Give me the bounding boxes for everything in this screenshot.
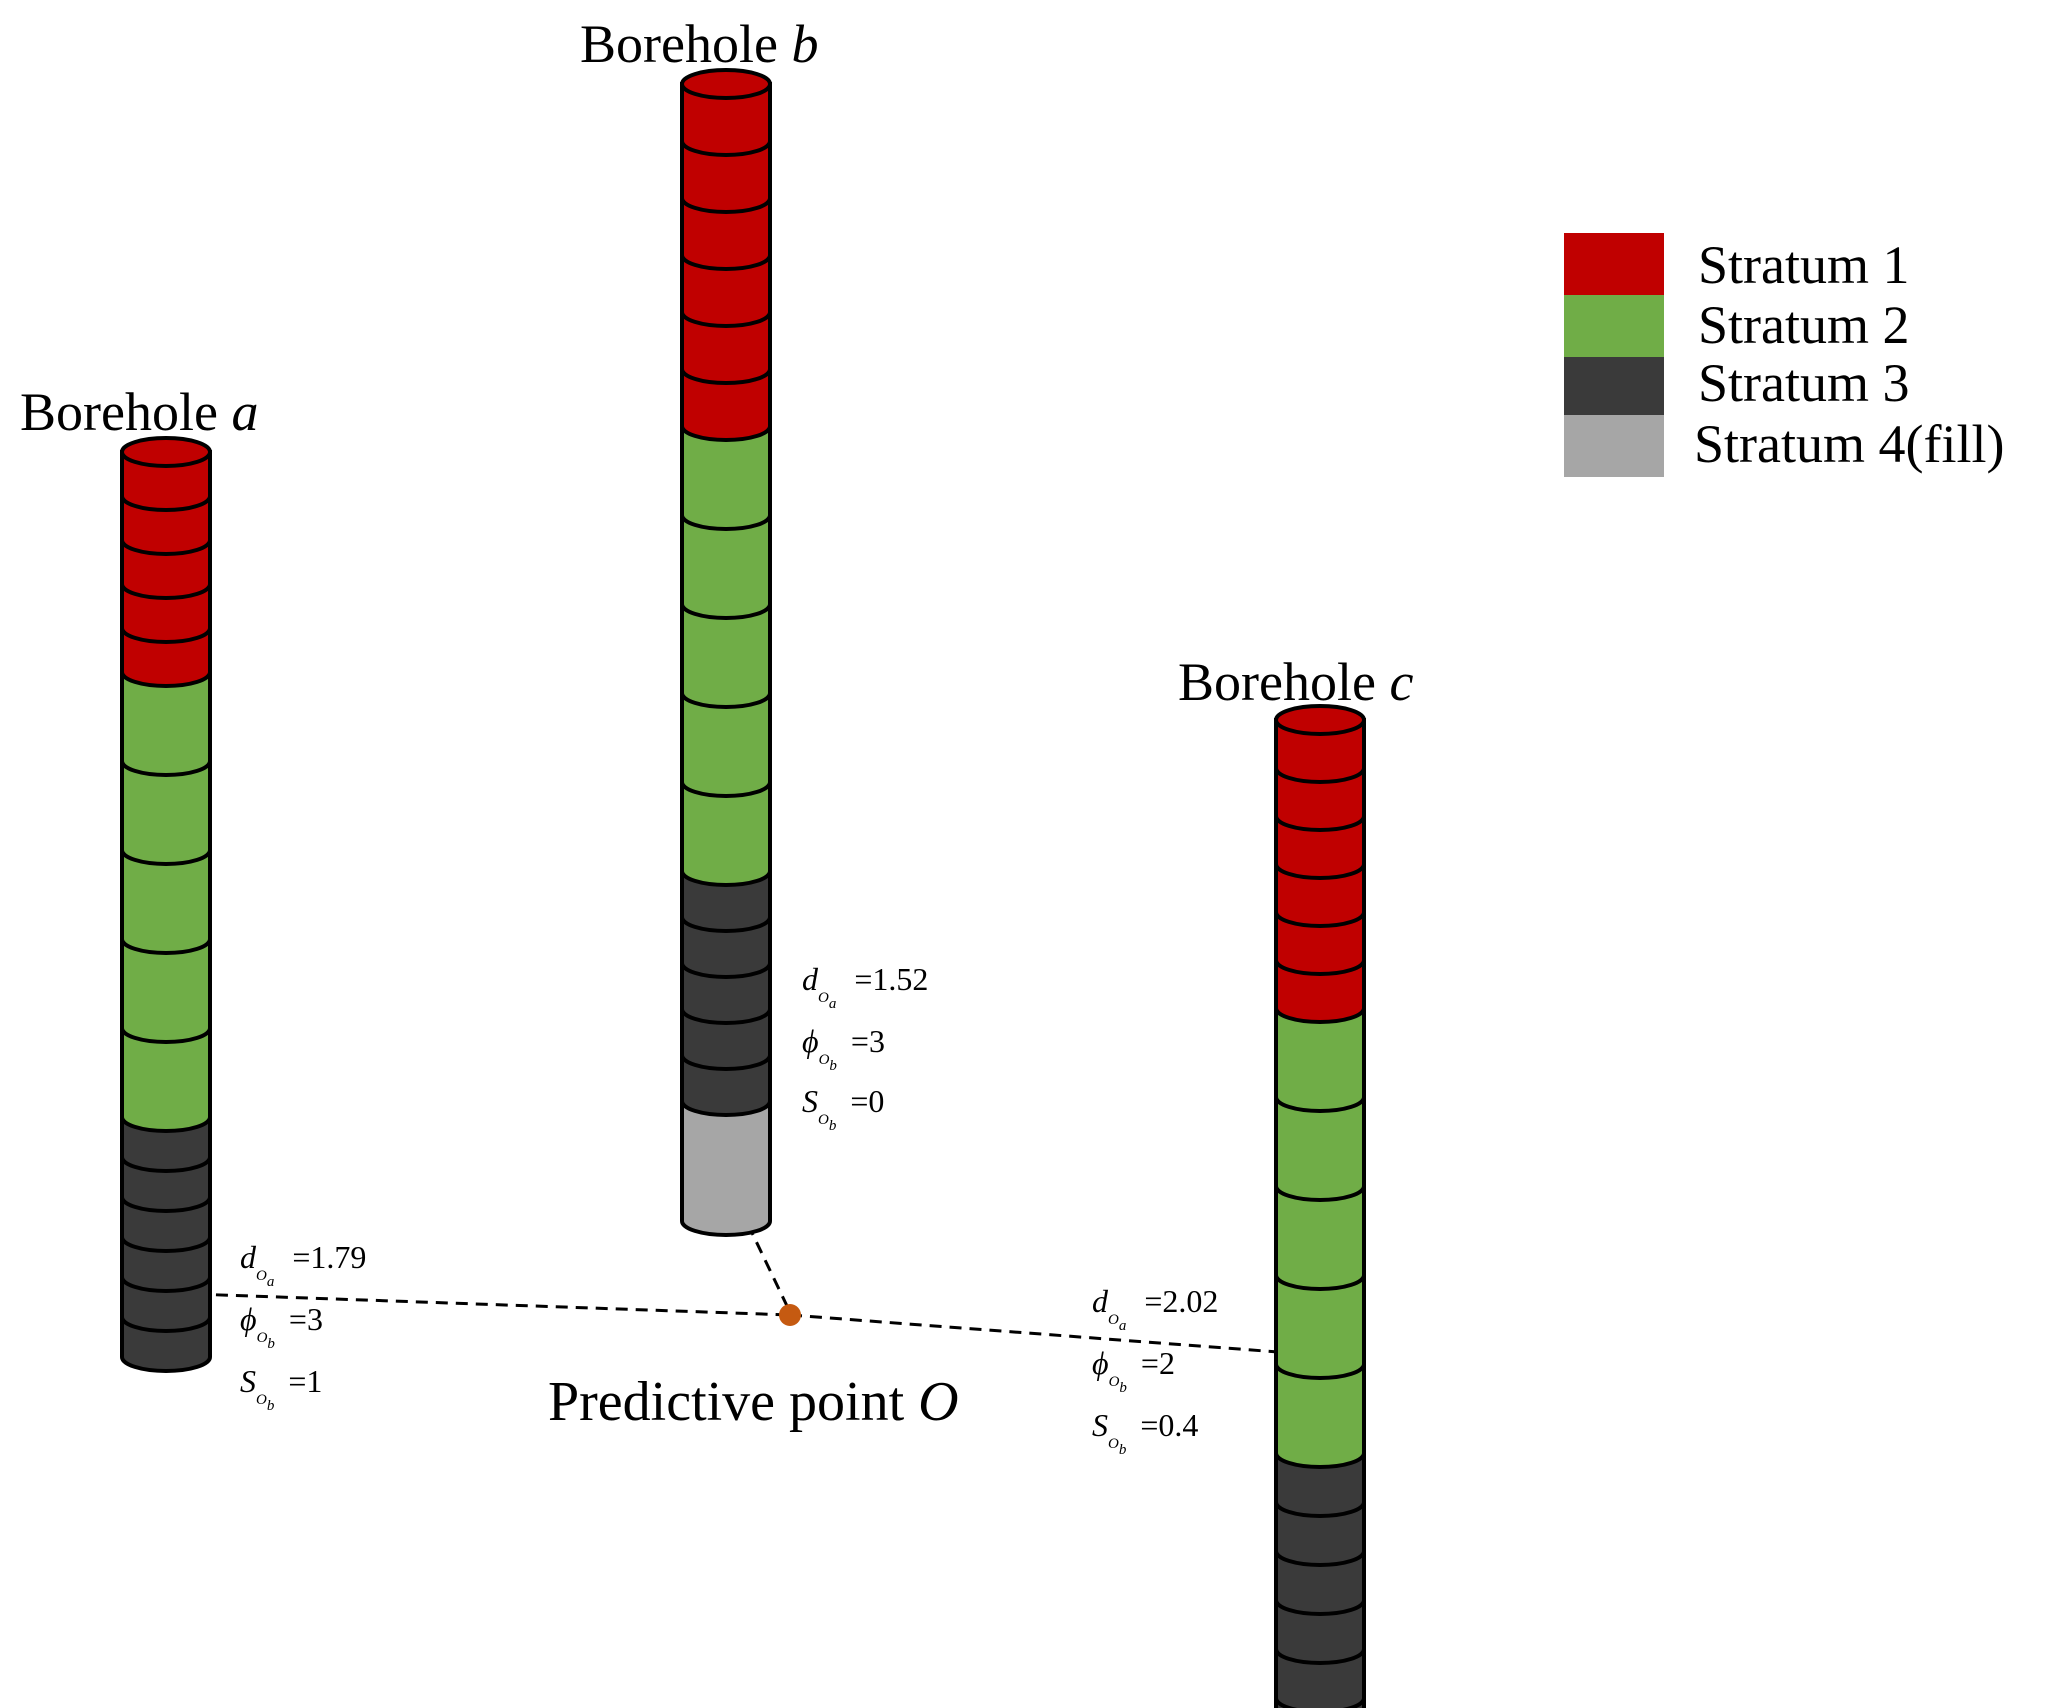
borehole-b-ring-4 [680,253,772,328]
borehole-c-ring-3 [1274,814,1366,880]
predictive-point-marker [779,1304,801,1326]
annotation-a: dOa=1.79 ϕOb=3 SOb=1 [240,1239,366,1414]
borehole-a-ring-2 [120,494,212,556]
annotation-c-s: SOb=0.4 [1092,1407,1198,1458]
borehole-b-ring-2 [680,139,772,214]
borehole-c [1274,704,1366,1708]
borehole-c-title: Borehole c [1178,652,1413,712]
borehole-b-ring-7 [680,424,772,531]
borehole-c-ring-6 [1274,958,1366,1024]
legend-swatch-stratum-4 [1564,415,1664,477]
borehole-b-ring-6 [680,367,772,442]
borehole-b-ring-1 [680,82,772,157]
borehole-c-ring-13 [1274,1500,1366,1567]
legend-label-stratum-1: Stratum 1 [1698,235,1910,295]
borehole-c-ring-10 [1274,1273,1366,1380]
annotation-b-d: dOa=1.52 [802,961,928,1012]
borehole-c-top-cap [1274,704,1366,736]
borehole-a-ring-4 [120,582,212,644]
predictive-point-label: Predictive point O [548,1371,959,1433]
borehole-c-ring-15 [1274,1598,1366,1665]
borehole-c-ring-8 [1274,1095,1366,1202]
line-a-to-o [135,1290,791,1317]
borehole-a-title: Borehole a [20,382,258,442]
borehole-a-ring-1 [120,450,212,512]
borehole-c-ring-14 [1274,1549,1366,1616]
borehole-b-ring-14 [680,961,772,1025]
legend-label-stratum-3: Stratum 3 [1698,353,1910,413]
borehole-b-ring-11 [680,780,772,887]
legend-swatch-stratum-2 [1564,295,1664,357]
legend-label-stratum-2: Stratum 2 [1698,295,1910,355]
borehole-c-ring-4 [1274,862,1366,928]
annotation-b-phi: ϕOb=3 [802,1023,885,1074]
borehole-b-ring-13 [680,915,772,979]
borehole-b-ring-9 [680,602,772,709]
borehole-b-ring-5 [680,310,772,385]
annotation-a-phi: ϕOb=3 [240,1301,323,1352]
legend-swatch-stratum-3 [1564,357,1664,415]
borehole-a-ring-5 [120,626,212,688]
borehole-b-ring-12 [680,869,772,933]
borehole-b-ring-15 [680,1007,772,1071]
borehole-b-ring-16 [680,1053,772,1117]
annotation-c: dOa=2.02 ϕOb=2 SOb=0.4 [1092,1283,1218,1458]
legend: Stratum 1 Stratum 2 Stratum 3 Stratum 4(… [1564,233,2004,477]
borehole-a-top-cap [120,436,212,468]
borehole-b-ring-17 [680,1099,772,1237]
borehole-a-ring-7 [120,759,212,866]
annotation-b-s: SOb=0 [802,1083,884,1134]
borehole-b-ring-8 [680,513,772,620]
borehole-c-ring-9 [1274,1184,1366,1291]
borehole-c-ring-2 [1274,766,1366,832]
legend-label-stratum-4: Stratum 4(fill) [1694,414,2004,474]
borehole-c-ring-16 [1274,1647,1366,1708]
annotation-b: dOa=1.52 ϕOb=3 SOb=0 [802,961,928,1134]
borehole-b-ring-3 [680,196,772,271]
annotation-a-d: dOa=1.79 [240,1239,366,1290]
borehole-c-ring-7 [1274,1006,1366,1113]
borehole-a-ring-10 [120,1026,212,1133]
line-c-to-o [789,1313,1279,1354]
borehole-a [120,436,212,1373]
borehole-c-ring-12 [1274,1451,1366,1518]
borehole-a-ring-9 [120,937,212,1044]
borehole-a-ring-6 [120,670,212,777]
borehole-c-ring-5 [1274,910,1366,976]
borehole-b-top-cap [680,68,772,100]
annotation-c-phi: ϕOb=2 [1092,1345,1175,1396]
borehole-a-ring-8 [120,848,212,955]
legend-swatch-stratum-1 [1564,233,1664,295]
borehole-c-ring-11 [1274,1362,1366,1469]
annotation-c-d: dOa=2.02 [1092,1283,1218,1334]
borehole-a-ring-3 [120,538,212,600]
borehole-b [680,68,772,1237]
borehole-b-title: Borehole b [580,14,818,74]
borehole-b-ring-10 [680,691,772,798]
annotation-a-s: SOb=1 [240,1363,322,1414]
borehole-c-ring-1 [1274,718,1366,784]
